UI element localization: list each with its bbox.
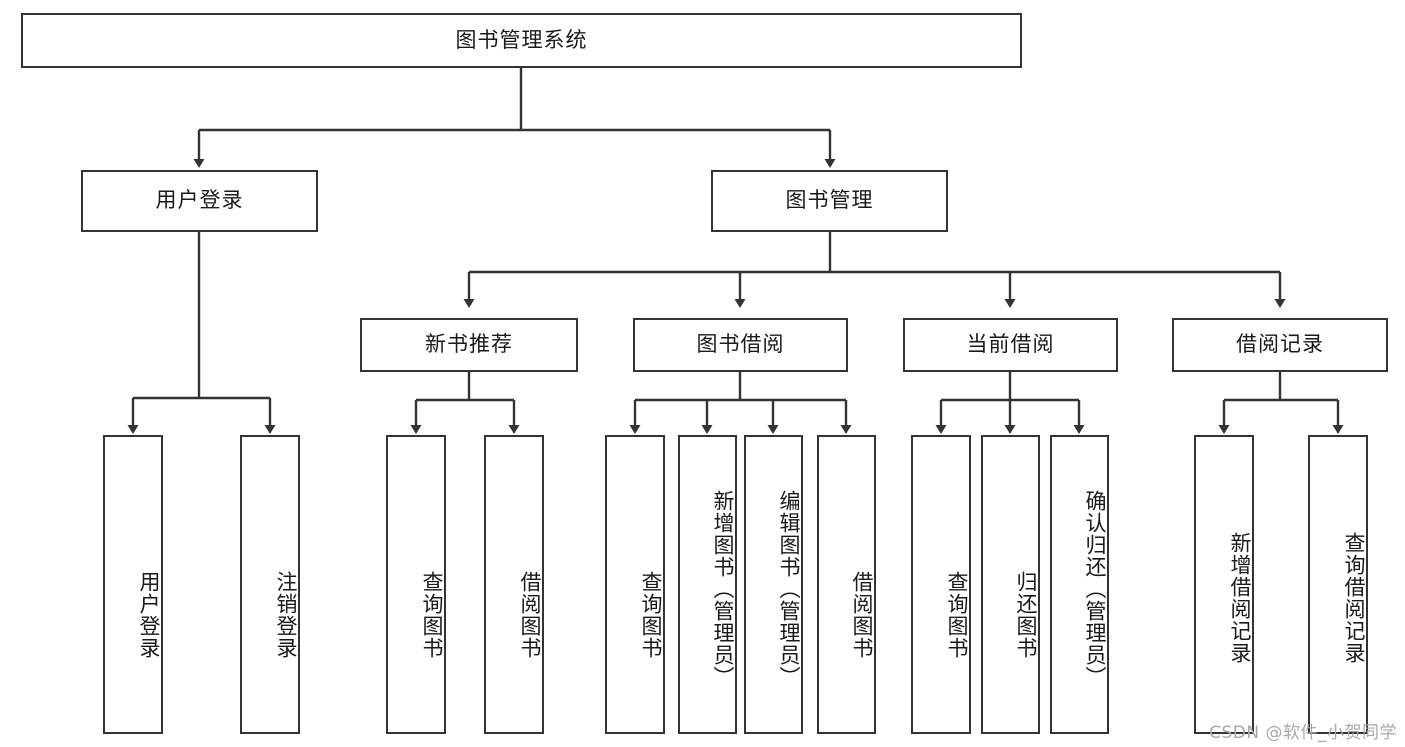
node-user-login[interactable]: 用户登录 xyxy=(81,170,318,232)
leaf-current-borrow-query-book[interactable]: 查询图书 xyxy=(911,435,971,734)
node-label: 图书借阅 xyxy=(696,332,785,357)
node-label: 查询借阅记录 xyxy=(1342,531,1366,664)
node-label: 新增借阅记录 xyxy=(1228,531,1252,664)
leaf-borrow-record-add-record[interactable]: 新增借阅记录 xyxy=(1194,435,1254,734)
node-label: 编辑图书（管理员） xyxy=(777,489,801,688)
node-current-borrow[interactable]: 当前借阅 xyxy=(903,318,1118,372)
node-root-book-management-system[interactable]: 图书管理系统 xyxy=(21,13,1022,68)
node-label: 新书推荐 xyxy=(425,332,513,357)
leaf-current-borrow-confirm-return-admin[interactable]: 确认归还（管理员） xyxy=(1050,435,1109,734)
node-label: 借阅图书 xyxy=(850,570,874,659)
node-label: 借阅图书 xyxy=(518,570,542,659)
node-label: 查询图书 xyxy=(420,570,444,659)
leaf-new-book-borrow-book[interactable]: 借阅图书 xyxy=(484,435,544,734)
node-label: 归还图书 xyxy=(1014,570,1038,659)
leaf-book-borrow-query-book[interactable]: 查询图书 xyxy=(605,435,665,734)
leaf-user-login-logout[interactable]: 注销登录 xyxy=(240,435,300,734)
node-label: 查询图书 xyxy=(639,570,663,659)
leaf-user-login-login[interactable]: 用户登录 xyxy=(103,435,163,734)
node-label: 用户登录 xyxy=(137,570,161,659)
node-book-borrow[interactable]: 图书借阅 xyxy=(633,318,848,372)
node-borrow-record[interactable]: 借阅记录 xyxy=(1172,318,1388,372)
node-label: 图书管理系统 xyxy=(455,27,588,52)
leaf-borrow-record-query-record[interactable]: 查询借阅记录 xyxy=(1308,435,1368,734)
leaf-current-borrow-return-book[interactable]: 归还图书 xyxy=(981,435,1040,734)
node-label: 图书管理 xyxy=(785,188,874,213)
node-label: 注销登录 xyxy=(274,570,298,659)
node-label: 当前借阅 xyxy=(966,332,1055,357)
node-label: 用户登录 xyxy=(155,188,244,213)
leaf-book-borrow-borrow-book[interactable]: 借阅图书 xyxy=(817,435,876,734)
node-new-book-recommend[interactable]: 新书推荐 xyxy=(360,318,578,372)
node-book-management[interactable]: 图书管理 xyxy=(711,170,948,232)
leaf-new-book-query-book[interactable]: 查询图书 xyxy=(386,435,446,734)
node-label: 借阅记录 xyxy=(1236,332,1324,357)
node-label: 确认归还（管理员） xyxy=(1083,489,1107,688)
leaf-book-borrow-add-book-admin[interactable]: 新增图书（管理员） xyxy=(678,435,737,734)
node-label: 查询图书 xyxy=(945,570,969,659)
node-label: 新增图书（管理员） xyxy=(711,489,735,688)
csdn-watermark: CSDN @软件_小贺同学 xyxy=(1209,723,1397,743)
leaf-book-borrow-edit-book-admin[interactable]: 编辑图书（管理员） xyxy=(744,435,803,734)
